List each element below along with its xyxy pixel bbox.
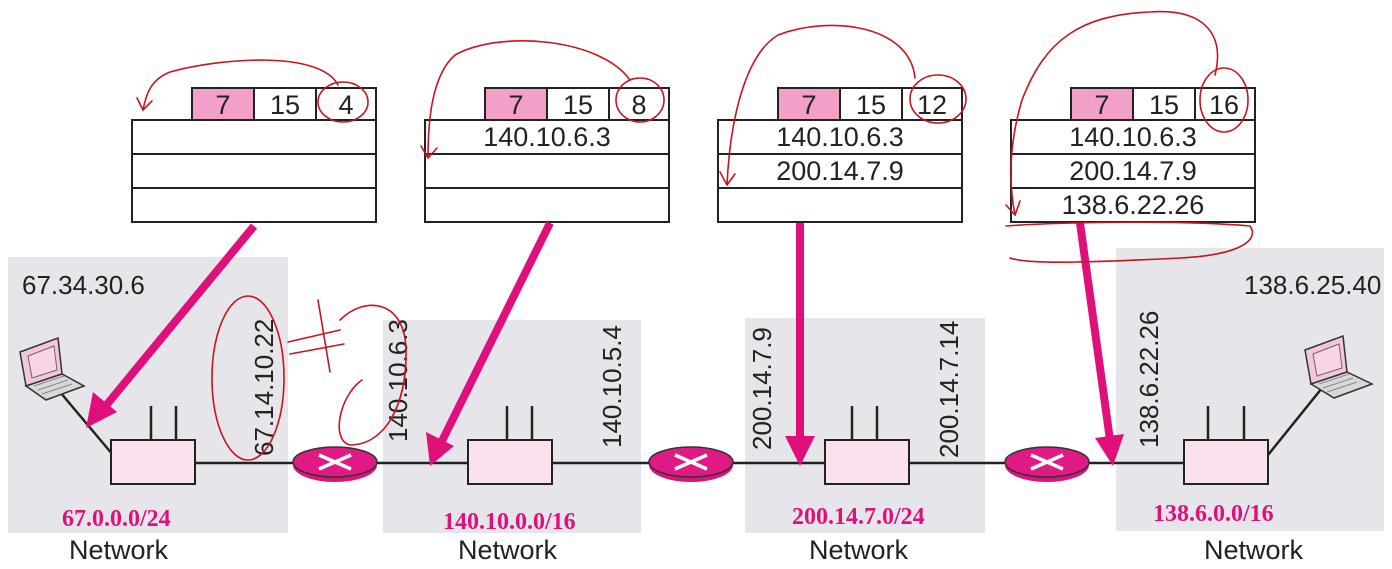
header-length: 15 [563,90,593,120]
network-panel-3 [745,318,985,533]
interface-r4-left: 138.6.22.26 [1134,311,1164,448]
laptop-icon [19,336,86,401]
interface-r3-left: 200.14.7.9 [747,327,777,450]
datagram-2: 7 15 8 140.10.6.3 [424,87,670,223]
header-type: 7 [508,90,523,120]
network-label-1: Network [69,535,169,565]
header-pointer: 12 [917,90,947,120]
header-type-cell [777,87,841,121]
arrow-datagram-3 [785,223,815,466]
header-pointer: 4 [338,90,353,120]
wan-switch-1 [292,446,378,482]
datagram-3: 7 15 12 140.10.6.3 200.14.7.9 [717,87,963,223]
route-entry: 140.10.6.3 [1069,122,1197,152]
interface-r2-left: 140.10.6.3 [383,319,413,442]
datagram-4: 7 15 16 140.10.6.3 200.14.7.9 138.6.22.2… [1010,87,1256,223]
header-type-cell [191,87,255,121]
router-3 [824,406,910,485]
destination-host-ip: 138.6.25.40 [1244,270,1381,300]
link-host-right [1267,387,1323,456]
header-pointer: 16 [1209,90,1239,120]
router-1 [110,406,196,485]
datagram-1: 7 15 4 [131,87,377,223]
handwritten-annotations [136,10,1254,461]
header-type: 7 [215,90,230,120]
header-length: 15 [856,90,886,120]
wan-switch-3 [1004,446,1090,482]
route-entry: 140.10.6.3 [776,122,904,152]
header-length: 15 [270,90,300,120]
network-label-2: Network [458,535,558,565]
network-cidr-4: 138.6.0.0/16 [1153,501,1274,527]
router-2 [467,406,553,485]
link-host-left [59,391,114,456]
header-length: 15 [1149,90,1179,120]
route-entry: 200.14.7.9 [776,156,904,186]
network-cidr-3: 200.14.7.0/24 [792,504,925,530]
header-pointer: 8 [631,90,646,120]
network-label-3: Network [809,535,909,565]
header-type: 7 [1094,90,1109,120]
route-entry: 140.10.6.3 [483,122,611,152]
arrow-datagram-1 [86,223,258,428]
interface-r3-right: 200.14.7.14 [934,321,964,458]
router-4 [1183,406,1269,485]
wan-switch-2 [648,446,734,482]
header-type: 7 [801,90,816,120]
network-cidr-2: 140.10.0.0/16 [443,509,576,535]
network-cidr-1: 67.0.0.0/24 [62,506,171,532]
arrow-datagram-2 [426,221,554,466]
network-label-4: Network [1204,535,1304,565]
arrow-datagram-4 [1076,222,1124,466]
laptop-icon [1304,334,1374,399]
route-entry: 138.6.22.26 [1062,190,1205,220]
route-entry: 200.14.7.9 [1069,156,1197,186]
source-host-ip: 67.34.30.6 [22,270,145,300]
interface-r2-right: 140.10.5.4 [597,325,627,448]
network-panel-2 [383,320,641,533]
